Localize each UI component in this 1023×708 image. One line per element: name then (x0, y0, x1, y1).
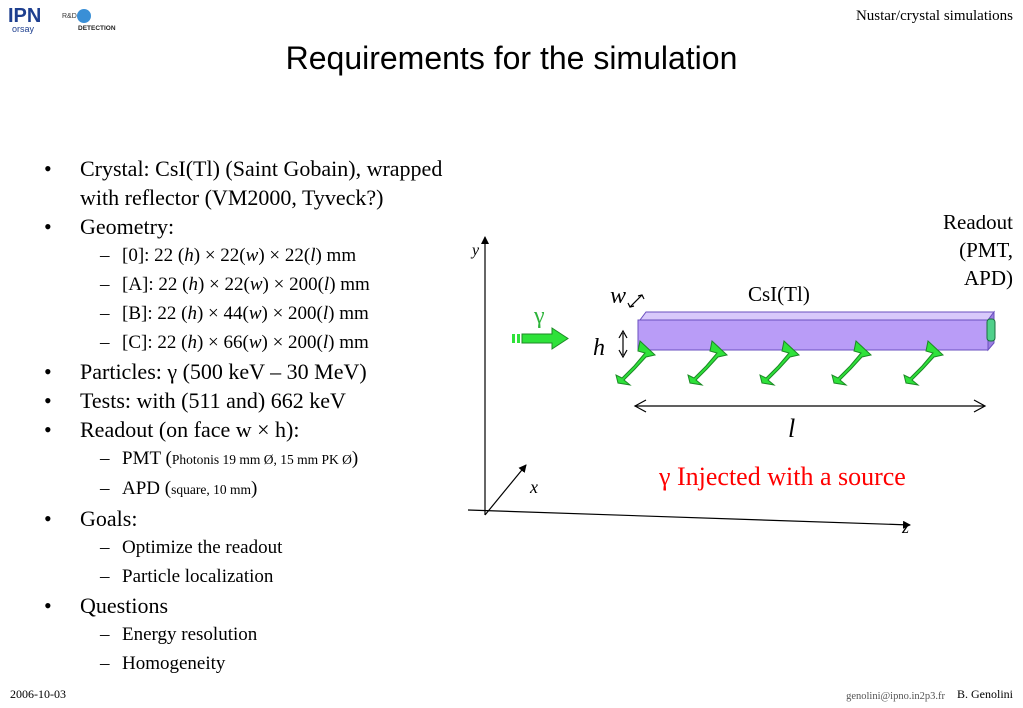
geometry-item: [0]: 22 (h) × 22(w) × 22(l) mm (80, 241, 484, 270)
readout-sublist: PMT (Photonis 19 mm Ø, 15 mm PK Ø) APD (… (80, 444, 484, 504)
readout-label-line1: Readout (943, 215, 1013, 234)
rd-detection-logo: R&D DETECTION (62, 9, 116, 32)
width-arrow-heads (627, 294, 645, 308)
readout-device (986, 318, 996, 342)
footer-date: 2006-10-03 (10, 687, 66, 701)
bullet-goals: Goals: Optimize the readout Particle loc… (44, 504, 484, 591)
injected-source-caption: γ Injected with a source (658, 462, 906, 491)
readout-label-line2: (PMT, (959, 238, 1013, 262)
bullet-questions: Questions Energy resolution Homogeneity (44, 591, 484, 678)
header-topic: Nustar/crystal simulations (855, 8, 1013, 24)
goal-item: Optimize the readout (80, 533, 484, 562)
geometry-item: [C]: 22 (h) × 66(w) × 200(l) mm (80, 328, 484, 357)
source-arrow (831, 340, 873, 386)
length-label: l (788, 414, 795, 443)
x-axis (484, 464, 527, 516)
width-label: w (610, 283, 626, 309)
axis-label-y: y (470, 242, 480, 259)
length-arrow-heads (633, 399, 987, 413)
goals-sublist: Optimize the readout Particle localizati… (80, 533, 484, 591)
question-item: Homogeneity (80, 649, 484, 678)
slide-title: Requirements for the simulation (285, 40, 738, 76)
crystal-top-face (639, 311, 995, 321)
source-arrow (903, 340, 945, 386)
bullet-particles: Particles: γ (500 keV – 30 MeV) (44, 357, 484, 386)
height-label: h (593, 335, 605, 361)
requirements-list: Crystal: CsI(Tl) (Saint Gobain), wrapped… (44, 154, 484, 678)
geometry-sublist: [0]: 22 (h) × 22(w) × 22(l) mm [A]: 22 (… (80, 241, 484, 357)
ipn-logo-text: IPN (8, 5, 41, 27)
questions-sublist: Energy resolution Homogeneity (80, 620, 484, 678)
crystal-bar (637, 319, 989, 351)
footer-email: genolini@ipno.in2p3.fr (846, 691, 945, 702)
width-arrow (629, 294, 643, 308)
crystal-geometry-diagram: y x z CsI(Tl) Readout (PMT, APD) w h γ l… (467, 215, 1013, 537)
goal-item: Particle localization (80, 562, 484, 591)
readout-label-line3: APD) (964, 266, 1013, 290)
source-arrow (687, 340, 729, 386)
gamma-label: γ (533, 303, 545, 329)
crystal-label: CsI(Tl) (748, 282, 810, 306)
geometry-item: [A]: 22 (h) × 22(w) × 200(l) mm (80, 270, 484, 299)
bullet-crystal: Crystal: CsI(Tl) (Saint Gobain), wrapped… (44, 154, 484, 212)
ipn-logo-subtext: orsay (12, 24, 35, 34)
detection-logo-circle (77, 9, 91, 23)
axis-label-x: x (529, 477, 538, 497)
height-arrow-heads (618, 329, 628, 359)
geometry-item: [B]: 22 (h) × 44(w) × 200(l) mm (80, 299, 484, 328)
footer-author: B. Genolini (957, 687, 1013, 701)
detection-logo-text: DETECTION (78, 25, 116, 32)
readout-item-apd: APD (square, 10 mm) (80, 474, 484, 504)
source-arrow (615, 340, 657, 386)
axis-label-z: z (901, 517, 909, 537)
bullet-tests: Tests: with (511 and) 662 keV (44, 386, 484, 415)
bullet-geometry: Geometry: [0]: 22 (h) × 22(w) × 22(l) mm… (44, 212, 484, 357)
gamma-arrow-horizontal (512, 327, 569, 350)
ipn-logo: IPN orsay (8, 5, 41, 34)
bullet-readout: Readout (on face w × h): PMT (Photonis 1… (44, 415, 484, 504)
z-axis (467, 509, 911, 529)
question-item: Energy resolution (80, 620, 484, 649)
rd-logo-text: R&D (62, 13, 77, 20)
source-arrow (759, 340, 801, 386)
readout-item-pmt: PMT (Photonis 19 mm Ø, 15 mm PK Ø) (80, 444, 484, 474)
